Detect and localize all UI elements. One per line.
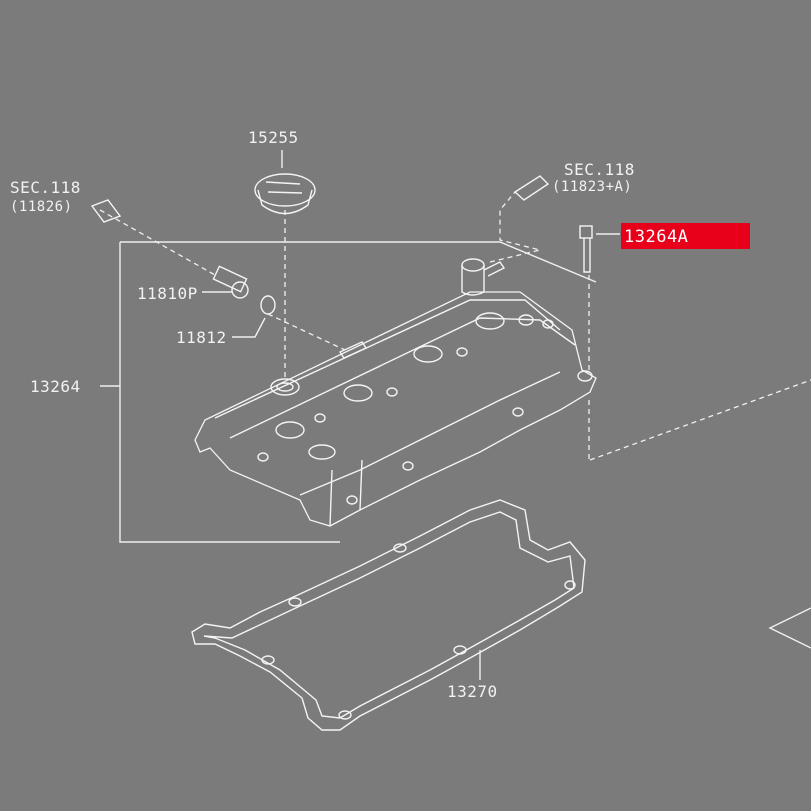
label-sec-right-2: (11823+A)	[552, 179, 632, 195]
label-15255: 15255	[248, 128, 299, 147]
cover-gasket	[191, 499, 586, 731]
breather-arrow	[513, 175, 550, 201]
label-11810P: 11810P	[137, 284, 198, 303]
pcv-valve	[90, 199, 249, 299]
label-11812: 11812	[176, 328, 227, 347]
leader-11812	[232, 317, 266, 338]
label-sec-left-2: (11826)	[10, 199, 73, 215]
edge-mark	[768, 607, 811, 649]
label-sec-right-1: SEC.118	[564, 160, 635, 179]
highlight-box	[621, 223, 750, 249]
valve-cover	[194, 258, 597, 527]
group-bracket	[119, 241, 597, 543]
oil-filler-cap	[254, 173, 316, 380]
label-13264A: 13264A	[624, 227, 688, 247]
bolt-locator-frame	[589, 379, 811, 461]
breather-path	[489, 191, 541, 263]
label-13264: 13264	[30, 377, 81, 396]
label-13270: 13270	[447, 682, 498, 701]
label-sec-left-1: SEC.118	[10, 178, 81, 197]
oring	[260, 295, 346, 351]
cover-bolt	[579, 225, 593, 460]
